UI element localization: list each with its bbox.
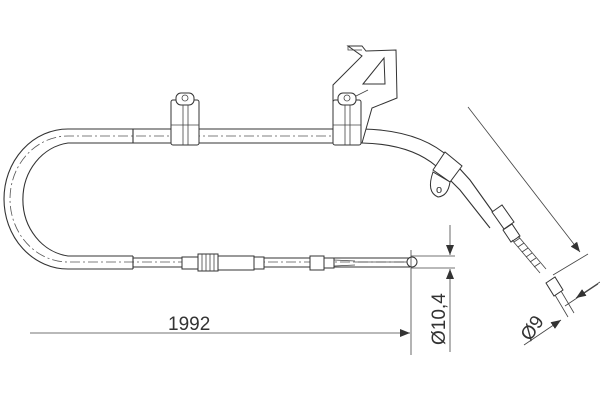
diameter-dimension-left: Ø10,4 <box>411 225 455 352</box>
adjuster-assembly <box>133 253 418 272</box>
diameter-left-label: Ø10,4 <box>429 293 450 345</box>
length-label: 1992 <box>168 314 210 335</box>
mounting-clip <box>170 92 200 146</box>
diameter-right-label: Ø9 <box>517 312 549 345</box>
cable-end-fitting: o <box>429 151 575 318</box>
mounting-bracket <box>332 45 398 146</box>
length-dimension: 1992 <box>30 250 412 355</box>
tab-hole-icon: o <box>436 184 442 196</box>
cable-sheath <box>3 128 501 270</box>
